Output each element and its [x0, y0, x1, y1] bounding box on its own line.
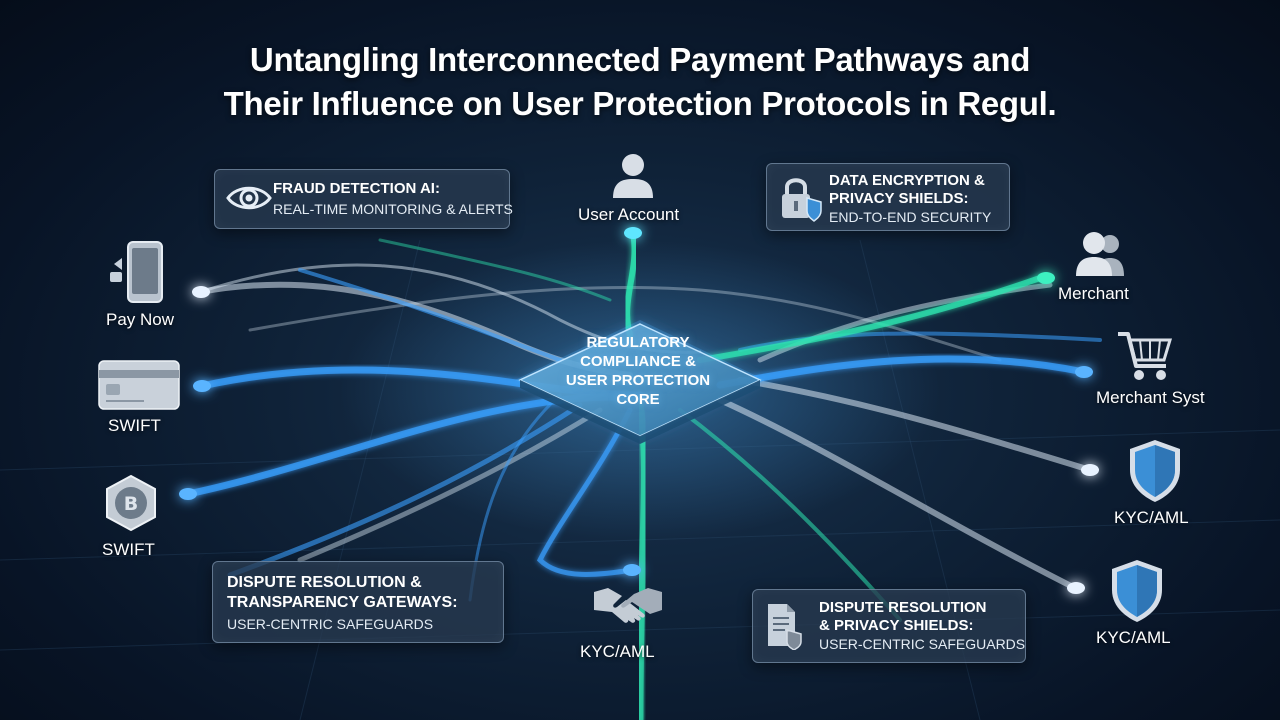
pathway-merchant-syst	[716, 355, 1088, 389]
endpoint-kyc-right-1	[1081, 464, 1099, 476]
endpoint-user-account	[624, 227, 642, 239]
kyc-bottom-label: KYC/AML	[580, 642, 655, 661]
endpoint-swift-card	[193, 380, 211, 392]
core-platform	[515, 320, 765, 444]
dispute-right-heading-1: DISPUTE RESOLUTION	[819, 599, 987, 616]
pathway-blue-left-top	[298, 268, 562, 362]
pathway-teal-down	[636, 401, 648, 720]
shield-icon	[1130, 440, 1180, 502]
title-line-1: Untangling Interconnected Payment Pathwa…	[249, 41, 1031, 78]
pathway-white-cross	[248, 285, 1002, 362]
data-encryption-box: DATA ENCRYPTION & PRIVACY SHIELDS: END-T…	[766, 163, 1010, 231]
dispute-right-heading-2: & PRIVACY SHIELDS:	[819, 617, 974, 634]
pathway-white-right-low	[717, 397, 1078, 591]
dispute-resolution-right-box: DISPUTE RESOLUTION & PRIVACY SHIELDS: US…	[752, 589, 1026, 663]
pathway-white-left-low	[297, 407, 603, 563]
core-line-2: COMPLIANCE &	[580, 353, 696, 370]
dispute-left-heading-1: DISPUTE RESOLUTION &	[227, 574, 422, 591]
endpoint-kyc-right-2	[1067, 582, 1085, 594]
dispute-right-subtitle: USER-CENTRIC SAFEGUARDS	[819, 636, 1026, 652]
pathway-blue-left-down	[227, 402, 583, 578]
merchant-syst-label: Merchant Syst	[1096, 388, 1205, 407]
core-line-3: USER PROTECTION	[565, 372, 711, 389]
endpoint-merchant-syst	[1075, 366, 1093, 378]
pathway-user-account	[624, 230, 638, 338]
core-label: REGULATORY COMPLIANCE & USER PROTECTION …	[538, 333, 738, 409]
fraud-detection-subtitle: REAL-TIME MONITORING & ALERTS	[273, 201, 513, 217]
dispute-resolution-left-box: DISPUTE RESOLUTION & TRANSPARENCY GATEWA…	[212, 561, 504, 643]
user-icon	[613, 154, 653, 198]
merchant-people-icon	[1076, 232, 1124, 276]
fraud-detection-heading: FRAUD DETECTION AI:	[273, 180, 440, 197]
shopping-cart-icon	[1118, 332, 1173, 380]
pathway-kyc-bottom	[536, 407, 635, 577]
document-shield-icon	[768, 604, 802, 650]
pay-now-label: Pay Now	[106, 310, 175, 329]
kyc-right-1-label: KYC/AML	[1114, 508, 1189, 527]
svg-text:B: B	[124, 493, 138, 515]
dispute-left-heading-2: TRANSPARENCY GATEWAYS:	[227, 594, 458, 611]
pathway-blue-right-top	[738, 331, 1102, 352]
endpoint-swift-coin	[179, 488, 197, 500]
smartphone-icon	[110, 241, 163, 303]
kyc-right-2-label: KYC/AML	[1096, 628, 1171, 647]
data-encryption-heading-1: DATA ENCRYPTION &	[829, 172, 985, 189]
handshake-icon	[594, 588, 662, 623]
user-account-label: User Account	[578, 205, 680, 224]
endpoint-merchant	[1037, 272, 1055, 284]
core-line-4: CORE	[616, 391, 660, 408]
pathway-white-right	[737, 377, 1093, 473]
pathway-teal-upper-right	[697, 275, 1043, 363]
eye-icon	[226, 186, 272, 210]
endpoint-kyc-bottom	[623, 564, 641, 576]
data-encryption-heading-2: PRIVACY SHIELDS:	[829, 190, 969, 207]
crypto-coin-icon: B	[106, 474, 156, 532]
endpoint-paynow	[192, 286, 210, 298]
data-encryption-subtitle: END-TO-END SECURITY	[829, 209, 992, 225]
credit-card-icon	[98, 360, 180, 410]
page-title: Untangling Interconnected Payment Pathwa…	[0, 38, 1280, 126]
pathway-endpoints	[179, 227, 1099, 594]
merchant-label: Merchant	[1058, 284, 1129, 303]
core-line-1: REGULATORY	[586, 334, 690, 351]
swift-coin-label: SWIFT	[102, 540, 155, 559]
padlock-shield-icon	[782, 178, 822, 222]
title-line-2: Their Influence on User Protection Proto…	[223, 85, 1057, 122]
pathway-teal-left	[378, 238, 612, 302]
dispute-left-subtitle: USER-CENTRIC SAFEGUARDS	[227, 616, 434, 632]
swift-card-label: SWIFT	[108, 416, 161, 435]
fraud-detection-box: FRAUD DETECTION AI: REAL-TIME MONITORING…	[214, 169, 513, 229]
shield-icon	[1112, 560, 1162, 622]
